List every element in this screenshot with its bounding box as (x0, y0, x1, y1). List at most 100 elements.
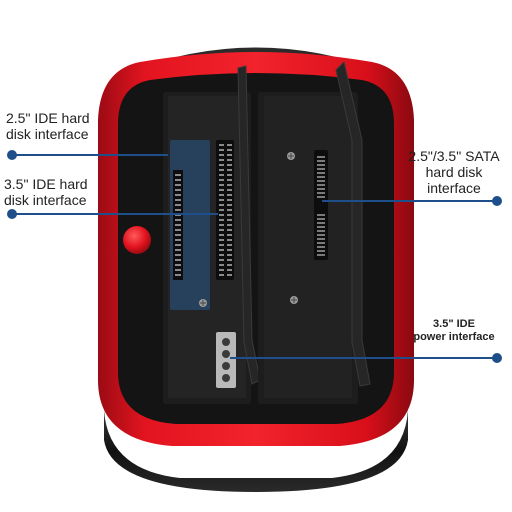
connector-pin (219, 149, 224, 151)
callout-power-line2: power interface (413, 330, 495, 343)
right-ejector-lever[interactable] (335, 61, 371, 387)
connector-pin (219, 264, 224, 266)
power-button-icon[interactable] (123, 226, 151, 254)
connector-pin (317, 160, 325, 162)
callout-ide-25: 2.5" IDE hard disk interface (6, 110, 90, 142)
connector-pin (227, 264, 232, 266)
connector-pin (227, 154, 232, 156)
connector-pin (317, 176, 325, 178)
connector-pin (227, 144, 232, 146)
connector-pin (317, 156, 325, 158)
connector-pin (175, 194, 181, 196)
connector-pin (175, 179, 181, 181)
connector-pin (227, 204, 232, 206)
connector-pin (219, 234, 224, 236)
connector-pin (219, 204, 224, 206)
connector-pin (317, 242, 325, 244)
connector-pin (175, 189, 181, 191)
connector-pin (219, 194, 224, 196)
sata-pins (317, 156, 325, 256)
connector-pin (227, 174, 232, 176)
connector-pin (219, 229, 224, 231)
connector-pin (175, 234, 181, 236)
connector-pin (317, 246, 325, 248)
connector-pin (175, 224, 181, 226)
connector-pin (227, 189, 232, 191)
connector-pin (175, 229, 181, 231)
connector-pin (219, 259, 224, 261)
connector-pin (175, 239, 181, 241)
connector-pin (219, 214, 224, 216)
connector-pin (227, 274, 232, 276)
leader-dot-icon (492, 196, 502, 206)
connector-pin (317, 184, 325, 186)
connector-pin (175, 274, 181, 276)
connector-pin (227, 229, 232, 231)
connector-pin (227, 219, 232, 221)
connector-pin (219, 219, 224, 221)
connector-pin (227, 269, 232, 271)
connector-pin (227, 214, 232, 216)
connector-pin (317, 254, 325, 256)
screw-slot (288, 153, 294, 159)
connector-pin (175, 184, 181, 186)
connector-pin (227, 179, 232, 181)
connector-pin (219, 209, 224, 211)
connector-pin (219, 174, 224, 176)
screw-slot (291, 297, 297, 303)
connector-pin (219, 249, 224, 251)
connector-pin (317, 214, 325, 216)
connector-pin (175, 174, 181, 176)
connector-pin (175, 219, 181, 221)
right-slot-floor (264, 96, 352, 398)
connector-pin (317, 168, 325, 170)
connector-pin (227, 244, 232, 246)
connector-pin (175, 209, 181, 211)
connector-pin (317, 172, 325, 174)
connector-pin (219, 184, 224, 186)
connector-pin (227, 164, 232, 166)
connector-pin (219, 154, 224, 156)
connector-pin (219, 269, 224, 271)
connector-pin (317, 188, 325, 190)
connector-pin (227, 199, 232, 201)
connector-pin (175, 264, 181, 266)
connector-pin (219, 169, 224, 171)
connector-pin (219, 254, 224, 256)
leader-lines (12, 154, 497, 359)
connector-pin (219, 159, 224, 161)
ide-35-pins (219, 144, 232, 276)
connector-pin (317, 218, 325, 220)
connector-pin (317, 250, 325, 252)
connector-pin (219, 144, 224, 146)
connector-pin (227, 234, 232, 236)
connector-pin (227, 209, 232, 211)
connector-pin (175, 199, 181, 201)
connector-pin (227, 184, 232, 186)
connector-pin (227, 169, 232, 171)
connector-pin (317, 226, 325, 228)
callout-power-line1: 3.5" IDE (433, 318, 475, 330)
connector-pin (227, 259, 232, 261)
connector-pin (227, 224, 232, 226)
ide-25-pins (175, 174, 181, 276)
connector-pin (175, 269, 181, 271)
connector-pin (317, 180, 325, 182)
connector-pin (227, 194, 232, 196)
callout-ide-25-line2: disk interface (6, 126, 89, 143)
connector-pin (219, 224, 224, 226)
power-connector (216, 332, 236, 388)
callout-ide-35-line1: 3.5" IDE hard (4, 176, 88, 192)
connector-pin (317, 196, 325, 198)
connector-pin (175, 254, 181, 256)
connector-pin (175, 204, 181, 206)
connector-pin (317, 230, 325, 232)
connector-pin (219, 179, 224, 181)
callout-sata-line2: hard disk (425, 164, 483, 181)
callout-sata-line3: interface (427, 180, 481, 197)
callout-power: 3.5" IDE power interface (404, 318, 504, 343)
connector-pin (227, 159, 232, 161)
power-pins (222, 338, 230, 382)
connector-pin (175, 244, 181, 246)
